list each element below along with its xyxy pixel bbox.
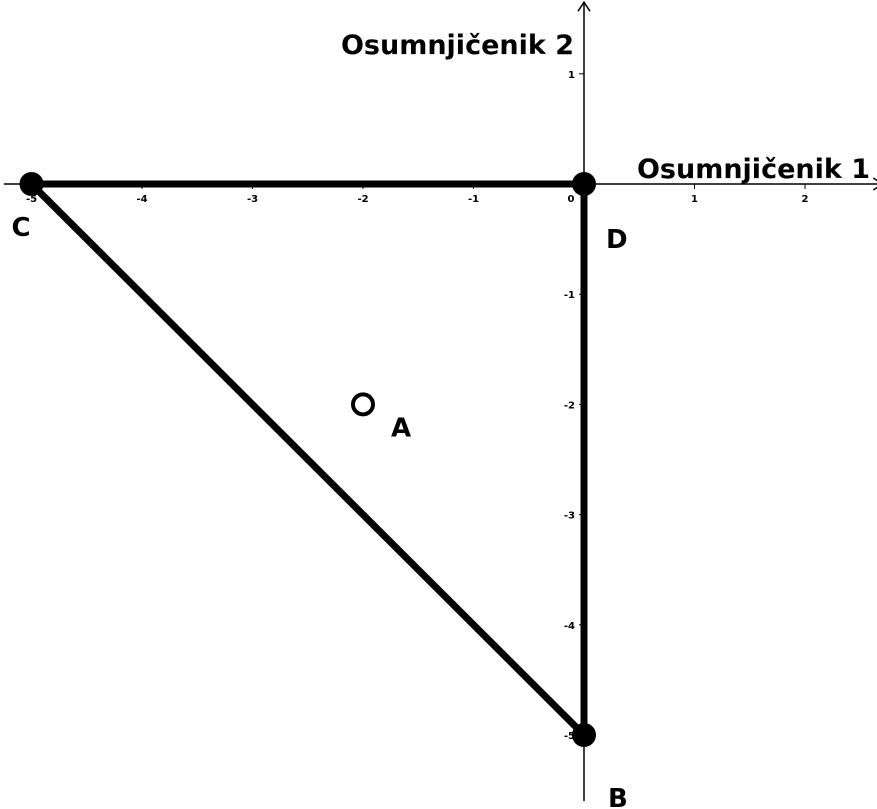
x-tick-label: 1 xyxy=(691,194,698,205)
points: C D B A xyxy=(12,172,628,809)
axes: -5 -4 -3 -2 -1 0 1 2 1 -1 -2 -3 -4 -5 xyxy=(3,0,877,802)
triangle-segments xyxy=(28,180,588,739)
y-tick-label: -5 xyxy=(564,731,575,742)
x-tick-label: 2 xyxy=(802,194,809,205)
x-tick-label: -2 xyxy=(357,194,368,205)
y-tick-label: -2 xyxy=(564,400,575,411)
x-tick-label: 0 xyxy=(568,194,575,205)
y-tick-label: 1 xyxy=(568,70,575,81)
point-d xyxy=(572,172,596,196)
point-label-d: D xyxy=(606,225,628,255)
segment-cb xyxy=(28,180,588,739)
y-tick-label: -3 xyxy=(564,511,575,522)
point-b xyxy=(572,723,596,747)
point-a xyxy=(351,392,375,417)
x-tick-label: -5 xyxy=(26,194,37,205)
point-c xyxy=(19,172,44,196)
point-label-c: C xyxy=(12,213,31,243)
y-tick-label: -1 xyxy=(564,290,575,301)
point-label-b: B xyxy=(608,784,628,809)
y-axis-title: Osumnjičenik 2 xyxy=(341,30,574,61)
x-axis-title: Osumnjičenik 1 xyxy=(637,154,870,185)
point-label-a: A xyxy=(391,413,411,443)
x-tick-label: -1 xyxy=(468,194,479,205)
x-axis-arrow xyxy=(872,177,877,191)
x-tick-label: -4 xyxy=(136,194,147,205)
y-axis-arrow xyxy=(577,0,591,12)
y-tick-label: -4 xyxy=(564,621,575,632)
x-tick-label: -3 xyxy=(247,194,258,205)
